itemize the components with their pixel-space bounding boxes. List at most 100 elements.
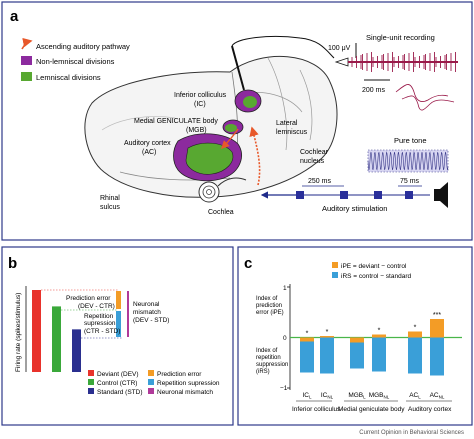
- tick-label-MGBL: MGBL: [348, 392, 366, 400]
- group-label-ac: Auditory cortex: [408, 406, 452, 413]
- legend-swatch: [88, 379, 94, 385]
- tick-label-zero: 0: [283, 335, 287, 342]
- legend-swatch: [88, 370, 94, 376]
- lemniscal-swatch: [21, 72, 32, 81]
- recording-title: Single-unit recording: [366, 33, 435, 42]
- legend-swatch: [148, 388, 154, 394]
- tone-block: [374, 191, 382, 199]
- label-mismatch-2: mismatch: [133, 309, 161, 316]
- legend-swatch: [148, 370, 154, 376]
- panel-c: c iPE = deviant − control iRS = control …: [237, 246, 473, 426]
- legend-lemniscal: Lemniscal divisions: [36, 73, 101, 82]
- legend-swatch: [148, 379, 154, 385]
- legend-irs: iRS = control − standard: [341, 273, 411, 280]
- tick-label-MGBNL: MGBNL: [369, 392, 390, 400]
- bar-irs-ICL: [300, 337, 314, 373]
- label-cochlear-1: Cochlear: [300, 149, 329, 156]
- bar-irs-ICNL: [320, 337, 334, 374]
- tone-block: [340, 191, 348, 199]
- bar-irs-MGBNL: [372, 337, 386, 372]
- tick-label-ICL: ICL: [302, 392, 312, 400]
- recording-electrode: [231, 45, 245, 91]
- label-mgb-abbr: (MGB): [186, 127, 207, 134]
- bar-irs-ACL: [408, 337, 422, 374]
- label-mgb: Medial GENICULATE body: [134, 118, 218, 125]
- bar-ipe-ACL: [408, 331, 422, 338]
- group-label-ic: Inferior colliculus: [292, 406, 341, 413]
- label-repetition: Repetition: [84, 313, 114, 320]
- legend-non-lemniscal: Non-lemniscal divisions: [36, 57, 115, 66]
- legend-repetition-suppression: Repetition supression: [157, 380, 220, 387]
- bar-irs-MGBL: [350, 337, 364, 369]
- tick-label-neg: −1: [280, 385, 288, 392]
- pathway-arrow-icon: [21, 37, 33, 50]
- panel-b-legend: Deviant (DEV) Prediction error Control (…: [88, 370, 220, 396]
- tick-label-ICNL: ICNL: [321, 392, 334, 400]
- label-ic-2: (IC): [194, 101, 206, 108]
- tick-label-ACNL: ACNL: [430, 392, 445, 400]
- bar-irs-ACNL: [430, 337, 444, 376]
- ylabel-top-3: error (iPE): [256, 310, 284, 316]
- legend-swatch-irs: [332, 272, 338, 278]
- legend-ipe: iPE = deviant − control: [341, 263, 407, 270]
- legend-standard: Standard (STD): [97, 389, 143, 396]
- label-lateral-1: Lateral: [276, 120, 298, 127]
- legend-control: Control (CTR): [97, 380, 137, 387]
- label-prediction-error: Prediction error: [66, 295, 111, 302]
- panel-b-letter: b: [8, 255, 17, 272]
- recording-trace: Single-unit recording 100 μV 200 ms: [328, 33, 458, 111]
- label-lateral-2: lemniscus: [276, 129, 308, 136]
- label-ac-2: (AC): [142, 149, 156, 156]
- label-tone-duration: 75 ms: [400, 178, 420, 185]
- label-cochlear-2: nucleus: [300, 158, 325, 165]
- label-rhinal-1: Rhinal: [100, 195, 120, 202]
- panel-b: b Firing rate (spikes/stimulus) Predicti…: [1, 246, 234, 426]
- bar-ipe-ICL: [300, 337, 314, 342]
- legend-swatch: [88, 388, 94, 394]
- stimulation-scheme: Pure tone 250 ms 75 ms Auditory stimulat…: [260, 136, 449, 213]
- legend-prediction-error: Prediction error: [157, 371, 202, 378]
- significance-marker: *: [414, 325, 417, 332]
- legend-swatch-ipe: [332, 262, 338, 268]
- bar-standard: [72, 329, 81, 372]
- label-pure-tone: Pure tone: [394, 136, 427, 145]
- label-ic-1: Inferior colliculus: [174, 92, 227, 99]
- bar-ipe-MGBNL: [372, 334, 386, 338]
- label-isi: 250 ms: [308, 178, 331, 185]
- label-rhinal-2: sulcus: [100, 204, 120, 211]
- journal-footer: Current Opinion in Behavioral Sciences: [359, 430, 464, 436]
- label-mismatch-formula: (DEV - STD): [133, 317, 169, 324]
- panel-a-legend: Ascending auditory pathway Non-lemniscal…: [21, 37, 130, 82]
- panel-c-letter: c: [244, 255, 252, 272]
- tick-label-ACL: ACL: [409, 392, 421, 400]
- rat-brain-drawing: [84, 35, 338, 203]
- ylabel-bot-3: suppression: [256, 362, 288, 368]
- legend-deviant: Deviant (DEV): [97, 371, 139, 378]
- label-mismatch-1: Neuronal: [133, 301, 160, 308]
- bar-control: [52, 306, 61, 372]
- significance-marker: ***: [433, 312, 441, 319]
- scale-time: 200 ms: [362, 87, 385, 94]
- prediction-error-arrow: [116, 291, 121, 309]
- tone-block: [296, 191, 304, 199]
- bar-ipe-ICNL: [320, 336, 334, 338]
- cochlea-icon: [198, 177, 247, 203]
- scale-voltage: 100 μV: [328, 45, 351, 52]
- bar-ipe-MGBL: [350, 337, 364, 343]
- speaker-icon: [434, 182, 448, 208]
- ylabel-top-2: prediction: [256, 303, 282, 309]
- repetition-suppression-arrow: [116, 311, 121, 337]
- group-label-mgb: Medial geniculate body: [338, 406, 405, 413]
- label-stimulation: Auditory stimulation: [322, 204, 387, 213]
- significance-marker: *: [378, 328, 381, 335]
- significance-marker: *: [326, 329, 329, 336]
- non-lemniscal-swatch: [21, 56, 32, 65]
- ascending-pathway: [249, 126, 261, 186]
- tick-label-pos: 1: [283, 285, 287, 292]
- label-ac-1: Auditory cortex: [124, 140, 171, 147]
- bar-ipe-ACNL: [430, 319, 444, 338]
- legend-neuronal-mismatch: Neuronal mismatch: [157, 389, 213, 396]
